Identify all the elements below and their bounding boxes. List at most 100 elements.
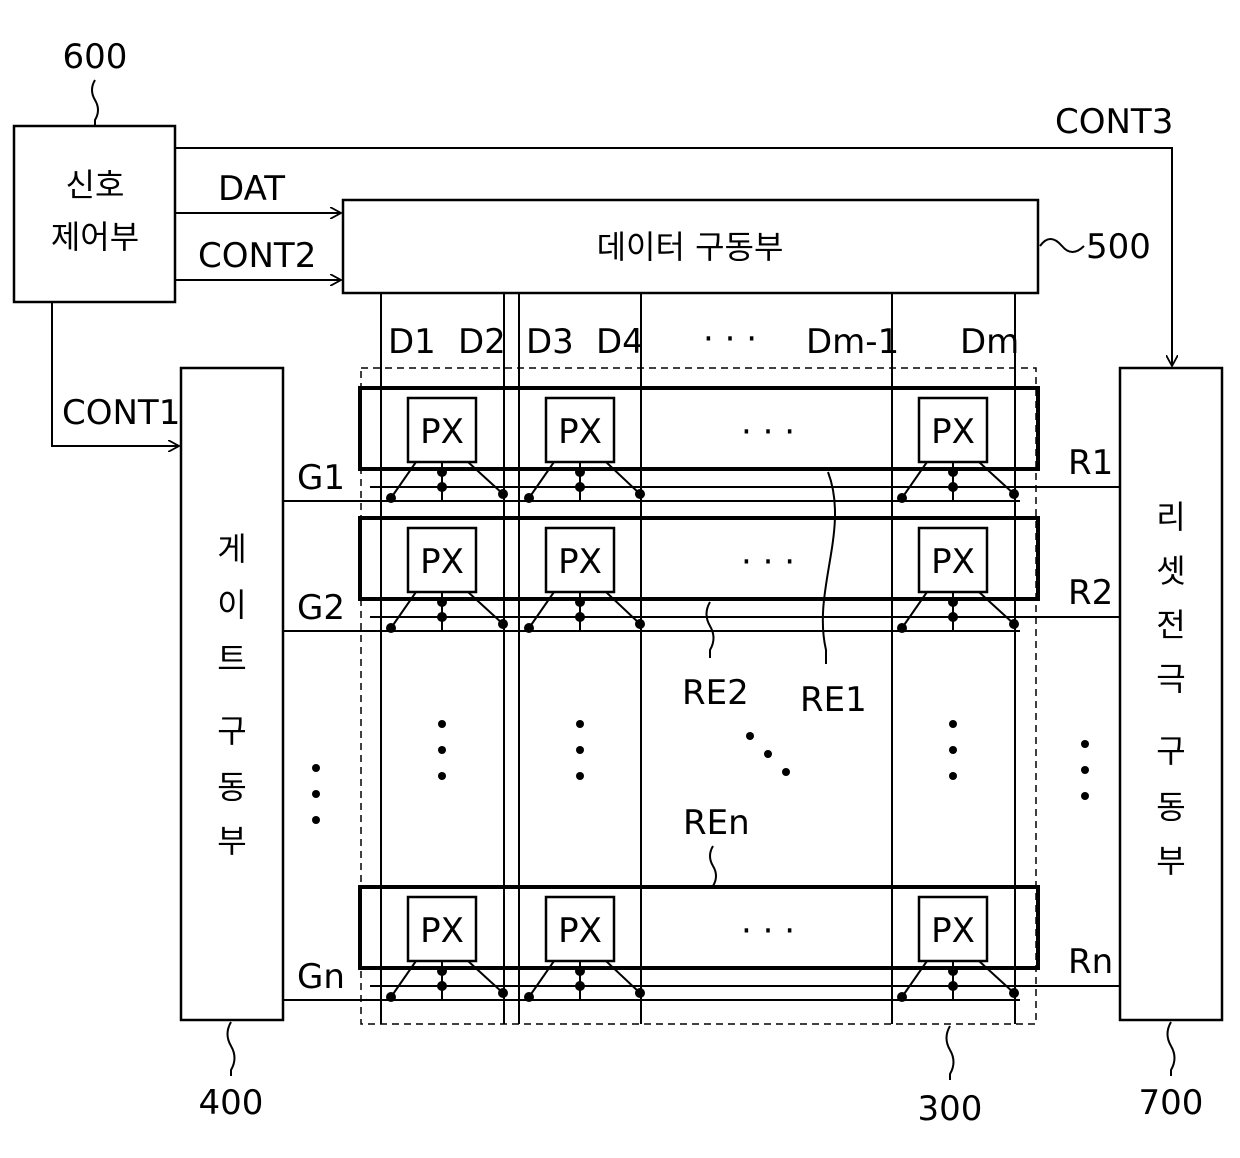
pixel-connector-right [606,961,640,993]
pixel-node [498,988,508,998]
signal-controller-label-line2: 제어부 [51,218,139,256]
reset-driver-label-char: 셋 [1156,552,1185,590]
pixel-node [948,467,958,477]
pixel-label: PX [931,911,975,951]
gate-line-label-g1: G1 [297,458,345,498]
data-line-label-d2: D2 [458,322,506,362]
ref-400-leader [228,1022,235,1076]
pixel-node [635,489,645,499]
pixel-node [437,981,447,991]
pixel-node [437,597,447,607]
cont1-label: CONT1 [62,393,180,433]
pixel-node [948,482,958,492]
pixel-node [1009,619,1019,629]
ellipsis-col1 [438,720,446,780]
reset-driver-label-char: 동 [1156,788,1185,826]
gate-line-label-g2: G2 [297,588,345,628]
reset-line-label-rn: Rn [1068,942,1113,982]
pixel-label: PX [558,412,602,452]
ref-600-leader [92,80,98,126]
gate-driver-label-char: 구 [217,712,246,750]
pixel-node [498,619,508,629]
pixel-node [897,493,907,503]
gate-driver-label-char: 트 [217,640,246,678]
ref-700: 700 [1139,1083,1204,1123]
ellipsis-diagonal [746,732,790,776]
reset-line-label-r2: R2 [1068,573,1113,613]
cont3-label: CONT3 [1055,102,1173,142]
gate-driver-label-char: 동 [217,768,246,806]
gate-driver-block: 게이트구동부 [181,368,283,1020]
pixel-node [524,493,534,503]
ellipsis-colm [949,720,957,780]
pixel-connector-right [606,592,640,624]
dat-label: DAT [218,169,285,209]
pixel-row-1: · · ·PXPXPX [360,388,1038,503]
pixel-node [897,992,907,1002]
data-line-ellipsis: · · · [703,319,757,359]
data-line-label-d1: D1 [388,322,436,362]
ref-700-leader [1168,1022,1175,1076]
pixel-node [948,597,958,607]
pixel-label: PX [558,542,602,582]
pixel-node [386,623,396,633]
pixel-row-2: · · · PX PX PX [360,518,1038,633]
pixel-connector-right [468,592,503,624]
pixel-node [524,623,534,633]
pixel-label: PX [420,911,464,951]
pixel-node [437,482,447,492]
pixel-node [437,966,447,976]
pixel-node [635,988,645,998]
pixel-node [897,623,907,633]
pixel-node [524,992,534,1002]
gate-line-label-gn: Gn [297,957,345,997]
signal-controller-block: 신호 제어부 [14,126,175,302]
pixel-node [386,493,396,503]
row-ellipsis: · · · [741,542,795,582]
pixel-connector-right [979,592,1014,624]
reset-driver-label: 리셋전극구동부 [1156,498,1185,880]
reset-line-label-r1: R1 [1068,443,1113,483]
ref-300-leader [947,1026,954,1080]
pixel-node [948,612,958,622]
ref-500-leader [1040,239,1084,252]
ellipsis-col2 [576,720,584,780]
row-ellipsis: · · · [741,911,795,951]
pixel-node [575,467,585,477]
row-ellipsis: · · · [741,412,795,452]
pixel-node [386,992,396,1002]
pixel-connector-right [979,961,1014,993]
reset-driver-label-char: 전 [1156,606,1185,644]
pixel-connector-right [468,961,503,993]
reset-driver-label-char: 부 [1156,842,1185,880]
gate-driver-label-char: 부 [217,822,246,860]
re2-label: RE2 [682,673,749,713]
reset-driver-label-char: 리 [1156,498,1185,536]
cont2-label: CONT2 [198,236,316,276]
pixel-node [948,966,958,976]
data-line-label-dm: Dm [960,322,1019,362]
pixel-node [437,467,447,477]
ref-600: 600 [63,37,128,77]
pixel-node [437,612,447,622]
data-line-label-dm-1: Dm-1 [806,322,899,362]
data-driver-block: 데이터 구동부 [343,200,1038,293]
pixel-connector-right [468,462,503,494]
pixel-node [575,482,585,492]
pixel-label: PX [558,911,602,951]
pixel-node [575,612,585,622]
pixel-node [948,981,958,991]
pixel-node [498,489,508,499]
pixel-connector-right [979,462,1014,494]
pixel-label: PX [931,542,975,582]
pixel-node [635,619,645,629]
re1-label: RE1 [800,680,867,720]
pixel-label: PX [420,542,464,582]
data-driver-label: 데이터 구동부 [597,228,784,266]
data-line-label-d4: D4 [596,322,644,362]
ref-500: 500 [1086,227,1151,267]
ren-label: REn [683,803,750,843]
reset-driver-block: 리셋전극구동부 [1120,368,1222,1020]
pixel-node [1009,988,1019,998]
